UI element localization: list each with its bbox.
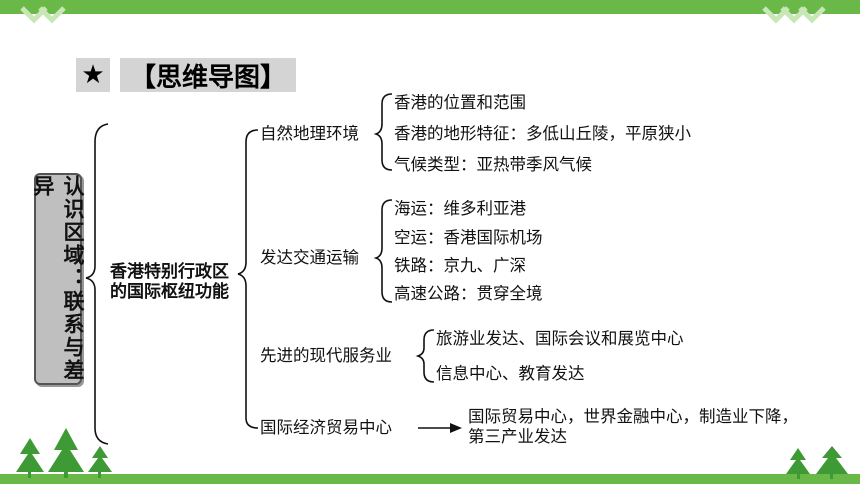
brace-branch-2 (373, 199, 393, 303)
item-railway: 铁路：京九、广深 (394, 256, 526, 275)
tree-icon-left (16, 428, 112, 478)
brace-branch-3 (415, 329, 435, 383)
branch-label-trade-center: 国际经济贸易中心 (260, 418, 392, 437)
star-icon: ★ (76, 58, 110, 92)
branch-label-modern-services: 先进的现代服务业 (260, 346, 392, 365)
item-hk-climate: 气候类型：亚热带季风气候 (394, 155, 592, 174)
item-hk-location: 香港的位置和范围 (394, 93, 526, 112)
item-tourism: 旅游业发达、国际会议和展览中心 (436, 329, 684, 348)
result-tertiary-industry: 第三产业发达 (468, 427, 567, 446)
branch-label-transport: 发达交通运输 (260, 248, 359, 267)
top-chevron-decoration (20, 6, 826, 24)
section-heading: 【思维导图】 (120, 58, 296, 93)
brace-branch-1 (373, 93, 393, 171)
brace-main (85, 123, 109, 445)
tree-icon-right (786, 446, 848, 479)
item-information: 信息中心、教育发达 (436, 364, 585, 383)
arrow-head (450, 423, 462, 433)
item-sea-transport: 海运：维多利亚港 (394, 199, 526, 218)
brace-branches (237, 129, 259, 429)
item-air-transport: 空运：香港国际机场 (394, 228, 543, 247)
top-green-band (0, 0, 860, 14)
branch-label-natural-geography: 自然地理环境 (260, 124, 359, 143)
center-topic: 香港特别行政区 的国际枢纽功能 (110, 262, 229, 302)
left-title: 认识区域：联系与差异 (31, 175, 85, 382)
result-trade-finance: 国际贸易中心，世界金融中心，制造业下降， (468, 407, 798, 426)
item-hk-terrain: 香港的地形特征：多低山丘陵，平原狭小 (394, 124, 691, 143)
bottom-green-band (0, 474, 860, 484)
item-highway: 高速公路：贯穿全境 (394, 284, 543, 303)
left-title-box: 认识区域：联系与差异 (31, 173, 85, 385)
